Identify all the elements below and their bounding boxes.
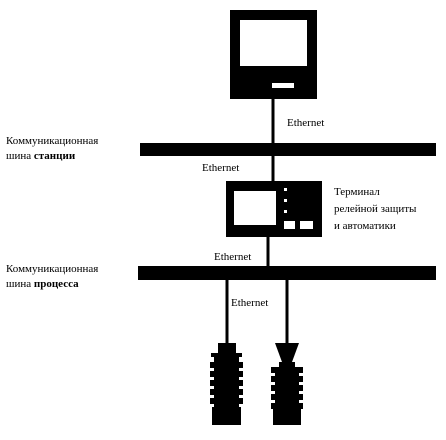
terminal-label-line1: Терминал [334, 186, 380, 198]
ethernet-label-process: Ethernet [231, 297, 268, 309]
process-bus-line [138, 266, 436, 280]
station-bus-line [140, 143, 436, 156]
station-bus-label-line2: шина станции [6, 150, 76, 162]
ethernet-label-terminal: Ethernet [214, 251, 251, 263]
current-transformer-icon [210, 343, 243, 425]
terminal-label-line2: релейной защиты [334, 203, 417, 215]
process-bus-label-line1: Коммуникационная [6, 263, 98, 275]
computer-icon [230, 10, 317, 99]
process-bus-label-line2: шина процесса [6, 278, 79, 290]
terminal-label-line3: и автоматики [334, 220, 396, 232]
ethernet-label-computer: Ethernet [287, 117, 324, 129]
station-bus-label-line1: Коммуникационная [6, 135, 98, 147]
ethernet-label-station: Ethernet [202, 162, 239, 174]
relay-terminal-icon [226, 181, 322, 237]
voltage-transformer-icon [271, 343, 303, 425]
